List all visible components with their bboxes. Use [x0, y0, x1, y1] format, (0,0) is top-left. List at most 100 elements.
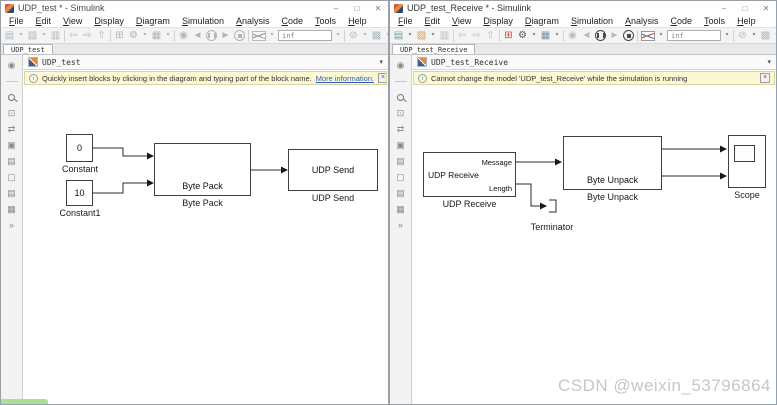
library-browser-icon[interactable]: ⊞ [504, 30, 513, 41]
library-browser-icon[interactable]: ⊞ [115, 30, 124, 41]
stop-icon[interactable] [623, 30, 634, 41]
build-icon[interactable]: ▩ [760, 30, 771, 41]
menu-item[interactable]: Analysis [235, 15, 270, 26]
menu-item[interactable]: File [398, 15, 413, 26]
update-diagram-caret-icon[interactable]: ▾ [752, 32, 756, 38]
toolbar-separator[interactable] [64, 29, 65, 42]
step-forward-icon[interactable]: ► [609, 30, 620, 41]
menu-item[interactable]: Simulation [181, 15, 224, 26]
step-forward-icon[interactable]: ► [220, 30, 231, 41]
back-icon[interactable]: ⇦ [69, 30, 78, 41]
update-diagram-icon[interactable]: ⊘ [349, 30, 358, 41]
model-settings-icon[interactable]: ▦ [540, 30, 551, 41]
menu-item[interactable]: File [9, 15, 24, 26]
maximize-button[interactable]: □ [742, 3, 748, 13]
data-inspector-icon[interactable] [252, 30, 266, 41]
breadcrumb[interactable]: UDP_test ▾ [23, 55, 388, 70]
forward-icon[interactable]: ⇨ [83, 30, 92, 41]
save-model-icon[interactable]: ▥ [50, 30, 61, 41]
diagram-canvas[interactable]: Message UDP Receive Length UDP Receive B… [412, 86, 776, 404]
block-byte-pack[interactable]: Byte Pack [154, 143, 251, 196]
menu-item[interactable]: Edit [424, 15, 441, 26]
new-model-caret-icon[interactable]: ▾ [19, 32, 23, 38]
titlebar[interactable]: UDP_test_Receive * - Simulink – □ ✕ [390, 1, 776, 14]
sim-time-input[interactable] [278, 30, 332, 41]
toolbar-separator[interactable] [344, 29, 345, 42]
breadcrumb-caret-icon[interactable]: ▾ [767, 59, 771, 66]
new-model-caret-icon[interactable]: ▾ [408, 32, 412, 38]
data-inspector-caret-icon[interactable]: ▾ [270, 32, 274, 38]
sim-time-input[interactable] [667, 30, 721, 41]
update-diagram-icon[interactable]: ⊘ [738, 30, 747, 41]
model-settings-caret-icon[interactable]: ▾ [166, 32, 170, 38]
sim-time-caret-icon[interactable]: ▾ [725, 32, 729, 38]
model-config-gear-icon[interactable]: ⚙ [518, 30, 527, 41]
open-model-caret-icon[interactable]: ▾ [431, 32, 435, 38]
toolbar-separator[interactable] [174, 29, 175, 42]
build-caret-icon[interactable]: ▾ [774, 29, 776, 42]
block-byte-unpack[interactable]: Byte Unpack [563, 136, 662, 190]
step-back-icon[interactable]: ◄ [581, 30, 592, 41]
forward-icon[interactable]: ⇨ [472, 30, 481, 41]
more-information-link[interactable]: More information. [315, 73, 375, 83]
menu-item[interactable]: Simulation [570, 15, 613, 26]
up-to-parent-icon[interactable]: ⇧ [97, 30, 106, 41]
block-constant1[interactable]: 10 [66, 180, 93, 206]
connect-target-icon[interactable]: ◉ [179, 30, 188, 41]
tab-udp-test[interactable]: UDP_test [3, 44, 53, 54]
step-back-icon[interactable]: ◄ [192, 30, 203, 41]
notification-close-button[interactable]: × [760, 73, 770, 83]
toolbar-separator[interactable] [637, 29, 638, 42]
toolbar-separator[interactable] [563, 29, 564, 42]
stop-icon[interactable] [234, 30, 245, 41]
menu-item[interactable]: View [63, 15, 83, 26]
model-config-caret-icon[interactable]: ▾ [532, 32, 536, 38]
build-icon[interactable]: ▩ [371, 30, 382, 41]
close-button[interactable]: ✕ [374, 3, 382, 13]
menu-item[interactable]: Display [94, 15, 124, 26]
save-model-icon[interactable]: ▥ [439, 30, 450, 41]
sim-time-caret-icon[interactable]: ▾ [336, 32, 340, 38]
breadcrumb-caret-icon[interactable]: ▾ [379, 59, 383, 66]
menu-item[interactable]: Edit [35, 15, 52, 26]
model-config-gear-icon[interactable]: ⚙ [129, 30, 138, 41]
minimize-button[interactable]: – [333, 3, 339, 13]
toolbar-separator[interactable] [499, 29, 500, 42]
notification-close-button[interactable]: × [378, 73, 386, 83]
block-udp-send[interactable]: UDP Send [288, 149, 378, 191]
open-model-icon[interactable]: ▨ [27, 30, 38, 41]
new-model-icon[interactable]: ▤ [393, 30, 404, 41]
new-model-icon[interactable]: ▤ [4, 30, 15, 41]
menu-item[interactable]: Code [670, 15, 693, 26]
open-model-caret-icon[interactable]: ▾ [42, 32, 46, 38]
update-diagram-caret-icon[interactable]: ▾ [363, 32, 367, 38]
pause-icon[interactable] [206, 30, 217, 41]
up-to-parent-icon[interactable]: ⇧ [486, 30, 495, 41]
connect-target-icon[interactable]: ◉ [568, 30, 577, 41]
tab-udp-test-receive[interactable]: UDP_test_Receive [392, 44, 476, 54]
titlebar[interactable]: UDP_test * - Simulink – □ ✕ [1, 1, 388, 14]
close-button[interactable]: ✕ [762, 3, 770, 13]
diagram-canvas[interactable]: 0 Constant 10 Constant1 Byte Pack Byte P… [23, 86, 388, 404]
breadcrumb[interactable]: UDP_test_Receive ▾ [412, 55, 776, 70]
toolbar-separator[interactable] [453, 29, 454, 42]
menu-item[interactable]: Code [281, 15, 304, 26]
back-icon[interactable]: ⇦ [458, 30, 467, 41]
data-inspector-caret-icon[interactable]: ▾ [659, 32, 663, 38]
menu-item[interactable]: Display [483, 15, 513, 26]
menu-item[interactable]: Tools [704, 15, 726, 26]
data-inspector-icon[interactable] [641, 30, 655, 41]
block-scope[interactable] [728, 135, 766, 188]
menu-item[interactable]: Tools [315, 15, 337, 26]
toolbar-separator[interactable] [110, 29, 111, 42]
pause-icon[interactable] [595, 30, 606, 41]
maximize-button[interactable]: □ [354, 3, 360, 13]
menu-item[interactable]: Help [348, 15, 367, 26]
menu-item[interactable]: Help [737, 15, 756, 26]
menu-item[interactable]: View [452, 15, 472, 26]
block-udp-receive[interactable]: Message UDP Receive Length [423, 152, 516, 197]
model-settings-icon[interactable]: ▦ [151, 30, 162, 41]
toolbar-separator[interactable] [248, 29, 249, 42]
model-config-caret-icon[interactable]: ▾ [143, 32, 147, 38]
minimize-button[interactable]: – [721, 3, 727, 13]
